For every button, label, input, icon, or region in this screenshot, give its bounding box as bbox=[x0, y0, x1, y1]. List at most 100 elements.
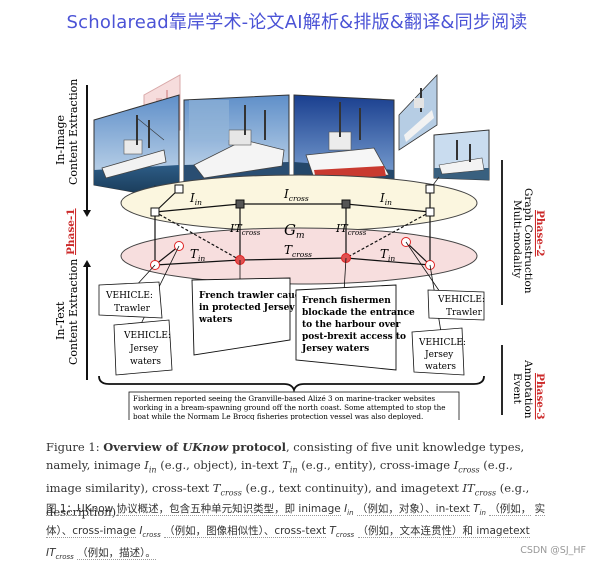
svg-text:Gm: Gm bbox=[284, 221, 305, 241]
label-i-in-right: I bbox=[379, 191, 385, 205]
left-axis: In-Image Content Extraction Phase-1 In-T… bbox=[54, 79, 91, 380]
caption-rest1: , consisting of five unit knowledge type… bbox=[46, 440, 525, 472]
box-vehicle-jersey-left-l3: waters bbox=[130, 357, 161, 367]
right-axis: Multi-modality Graph Construction Phase-… bbox=[501, 160, 546, 420]
label-it-right: IT bbox=[335, 222, 349, 235]
label-event-1: Event bbox=[511, 373, 523, 405]
label-i-in-right-sub: in bbox=[385, 198, 392, 207]
french-fishermen-line: blockade the entrance bbox=[302, 308, 415, 318]
label-t-in-right: T bbox=[380, 247, 389, 261]
caption-uknow: UKnow bbox=[182, 440, 229, 454]
graph-labels: Iin Icross Iin ITcross Gm ITcross Tin Tc… bbox=[189, 187, 395, 263]
svg-text:Icross: Icross bbox=[283, 187, 309, 203]
image-node bbox=[425, 184, 435, 194]
french-fishermen-line: Jersey waters bbox=[301, 344, 369, 354]
caption-bold-after: protocol bbox=[228, 440, 286, 454]
svg-text:ITcross: ITcross bbox=[229, 222, 261, 237]
label-event-2: Annotation bbox=[522, 359, 534, 419]
image-node bbox=[425, 207, 435, 217]
cn-caption-5: （例如，图像相似性）、cross-text bbox=[164, 525, 327, 539]
event-bracket bbox=[98, 375, 485, 393]
label-inimage-1: In-Image bbox=[54, 115, 67, 165]
label-graph-1: Multi-modality bbox=[511, 200, 523, 278]
label-i-in-left-sub: in bbox=[195, 198, 202, 207]
box-vehicle-trawler-right-l2: Trawler bbox=[446, 308, 483, 318]
svg-text:Tin: Tin bbox=[380, 247, 395, 263]
text-graph-ellipse bbox=[120, 227, 478, 285]
french-fishermen-line: to the harbour over bbox=[302, 320, 401, 330]
label-g-m: G bbox=[284, 221, 296, 239]
ship-image-5 bbox=[433, 129, 490, 181]
label-t-in-left-sub: in bbox=[198, 254, 205, 263]
image-node bbox=[174, 184, 184, 194]
event-text-line: working in a bream-spawning ground off t… bbox=[133, 403, 446, 412]
cn-caption-4: 实体）、cross-image bbox=[46, 503, 546, 539]
caption-line3b: (e.g., description). bbox=[46, 481, 530, 519]
french-trawler-line: in protected Jersey bbox=[199, 303, 295, 313]
caption-line2b: (e.g., entity), cross-image bbox=[301, 458, 451, 472]
box-vehicle-jersey-right-l3: waters bbox=[425, 362, 456, 372]
svg-text:Fishermen reported seeing the: Fishermen reported seeing the Granville-… bbox=[133, 394, 448, 420]
box-french-fishermen: French fishermen blockade the entrance t… bbox=[295, 284, 418, 371]
svg-text:French trawler caught in: French trawler caught in protected Jerse… bbox=[198, 291, 315, 325]
cn-caption-2: （例如，对象）、in-text bbox=[356, 503, 470, 516]
cn-caption-3: （例如， bbox=[489, 503, 532, 516]
label-it-right-sub: cross bbox=[348, 229, 367, 237]
label-phase-3: Phase-3 bbox=[534, 373, 546, 420]
svg-text:ITcross: ITcross bbox=[335, 222, 367, 237]
label-i-cross-sub: cross bbox=[289, 194, 309, 203]
label-g-m-sub: m bbox=[296, 231, 305, 241]
uknow-figure: In-Image Content Extraction Phase-1 In-T… bbox=[54, 73, 546, 420]
box-vehicle-jersey-left: VEHICLE: Jersey waters bbox=[113, 319, 173, 376]
french-fishermen-line: French fishermen bbox=[302, 296, 391, 306]
cn-caption-6: （例如，文本连贯性）和 imagetext bbox=[357, 525, 530, 539]
box-french-trawler: French trawler caught in protected Jerse… bbox=[191, 277, 315, 356]
label-t-in-right-sub: in bbox=[388, 254, 395, 263]
box-vehicle-jersey-right-l1: VEHICLE: bbox=[418, 338, 466, 348]
box-vehicle-trawler-left: VEHICLE: Trawler bbox=[98, 281, 163, 319]
image-node bbox=[341, 199, 351, 209]
french-trawler-line: waters bbox=[198, 315, 232, 325]
box-vehicle-trawler-left-l2: Trawler bbox=[114, 304, 151, 314]
label-i-in-left: I bbox=[189, 191, 195, 205]
event-text-line: boat while the Normam Le Brocq fisheries… bbox=[133, 412, 423, 420]
label-phase-2: Phase-2 bbox=[534, 210, 546, 257]
label-it-left-sub: cross bbox=[242, 229, 261, 237]
label-phase-1: Phase-1 bbox=[65, 208, 77, 255]
box-event-text: Fishermen reported seeing the Granville-… bbox=[128, 391, 460, 420]
label-inimage-2: Content Extraction bbox=[67, 79, 80, 185]
cn-caption-7: （例如，描述）。 bbox=[77, 547, 156, 561]
box-vehicle-trawler-right-l1: VEHICLE: bbox=[437, 295, 485, 305]
label-intext-1: In-Text bbox=[54, 301, 67, 340]
caption-line2c: (e.g., image similarity), cross-text bbox=[46, 458, 513, 496]
box-vehicle-trawler-right: VEHICLE: Trawler bbox=[427, 289, 485, 321]
label-graph-2: Graph Construction bbox=[522, 188, 534, 294]
label-t-cross: T bbox=[284, 243, 293, 257]
ship-image-1 bbox=[93, 94, 180, 201]
box-vehicle-jersey-right-l2: Jersey bbox=[424, 350, 454, 360]
caption-bold: Overview of bbox=[103, 440, 183, 454]
caption-line2: (e.g., object), in-text bbox=[160, 458, 279, 472]
svg-text:Tin: Tin bbox=[190, 247, 205, 263]
box-vehicle-jersey-left-l2: Jersey bbox=[129, 344, 159, 354]
label-it-left: IT bbox=[229, 222, 243, 235]
box-vehicle-trawler-left-l1: VEHICLE: bbox=[105, 291, 153, 301]
label-i-cross: I bbox=[283, 187, 289, 201]
image-nodes bbox=[150, 184, 435, 217]
image-node bbox=[150, 207, 160, 217]
label-intext-2: Content Extraction bbox=[67, 259, 80, 365]
cn-caption-1: 图 1：UKnow 协议概述，包含五种单元知识类型，即 inimage bbox=[46, 503, 341, 516]
svg-text:Iin: Iin bbox=[379, 191, 392, 207]
label-t-cross-sub: cross bbox=[292, 250, 312, 259]
french-fishermen-line: post-brexit access to bbox=[302, 332, 406, 342]
caption-prefix: Figure 1: bbox=[46, 440, 104, 454]
svg-text:French fishermen blockad: French fishermen blockade the entrance t… bbox=[301, 296, 418, 354]
banner-title[interactable]: Scholaread靠岸学术-论文AI解析&排版&翻译&同步阅读 bbox=[66, 12, 528, 33]
french-trawler-line: French trawler caught bbox=[199, 291, 313, 301]
figure-caption: Figure 1: Overview of UKnow protocol, co… bbox=[46, 440, 530, 519]
box-vehicle-jersey-right: VEHICLE: Jersey waters bbox=[411, 327, 466, 376]
svg-text:Tcross: Tcross bbox=[284, 243, 312, 259]
svg-text:Iin: Iin bbox=[189, 191, 202, 207]
label-t-in-left: T bbox=[190, 247, 199, 261]
image-node bbox=[235, 199, 245, 209]
